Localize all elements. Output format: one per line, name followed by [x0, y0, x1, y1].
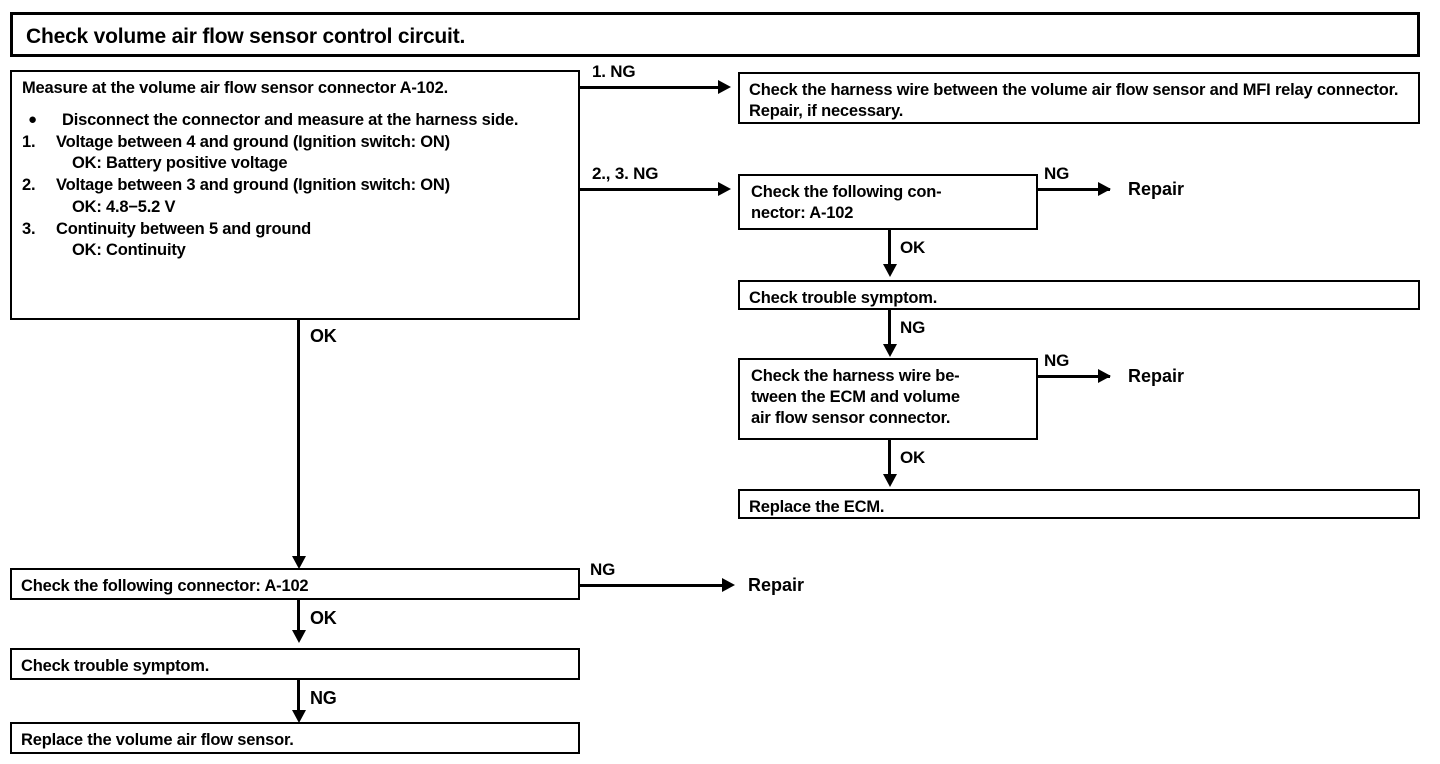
check-harness-ecm-text: Check the harness wire be- tween the ECM…	[751, 367, 960, 428]
measure-item-2: 2. Voltage between 3 and ground (Ignitio…	[22, 175, 568, 217]
label-ng-trouble-left: NG	[310, 688, 337, 708]
arrow-head-ng23-icon	[718, 182, 731, 196]
page-title: Check volume air flow sensor control cir…	[26, 25, 466, 48]
check-harness-ecm-box: Check the harness wire be- tween the ECM…	[738, 358, 1038, 440]
measure-item-3: 3. Continuity between 5 and ground OK: C…	[22, 219, 568, 261]
bullet-dot-icon: ●	[28, 111, 37, 129]
arrow-head-ng-trouble-right-icon	[883, 344, 897, 357]
check-trouble-symptom-left-text: Check trouble symptom.	[21, 657, 210, 675]
connector-line-ok-right	[888, 230, 891, 268]
connector-line-ok-connector-left	[297, 600, 300, 634]
label-ng1: 1. NG	[592, 62, 636, 81]
check-trouble-symptom-right-box: Check trouble symptom.	[738, 280, 1420, 310]
measure-item-text: Voltage between 4 and ground (Ignition s…	[56, 132, 568, 174]
arrow-head-repair-mid-icon	[1098, 369, 1111, 383]
label-ng-connector-right: NG	[1044, 164, 1070, 183]
connector-line-repair-top	[1038, 188, 1110, 191]
flowchart-title-box: Check volume air flow sensor control cir…	[10, 12, 1420, 57]
check-connector-right-text: Check the following con- nector: A-102	[751, 183, 942, 223]
check-harness-mfi-box: Check the harness wire between the volum…	[738, 72, 1420, 124]
label-ng23: 2., 3. NG	[592, 164, 659, 183]
list-marker-3: 3.	[22, 219, 36, 238]
measure-item-text: Continuity between 5 and ground OK: Cont…	[56, 219, 568, 261]
connector-line-ok-harness-ecm	[888, 440, 891, 478]
measure-item-main: Voltage between 4 and ground (Ignition s…	[56, 133, 450, 152]
measure-item-main: Voltage between 3 and ground (Ignition s…	[56, 176, 450, 195]
label-ng-trouble-right: NG	[900, 318, 926, 337]
label-ok-connector-left: OK	[310, 608, 337, 628]
arrow-head-ng-trouble-left-icon	[292, 710, 306, 723]
measure-item-1: 1. Voltage between 4 and ground (Ignitio…	[22, 132, 568, 174]
label-ok-main: OK	[310, 326, 337, 346]
arrow-head-repair-bottom-icon	[722, 578, 735, 592]
check-connector-left-box: Check the following connector: A-102	[10, 568, 580, 600]
measure-item-bullet: ● Disconnect the connector and measure a…	[22, 110, 568, 131]
arrow-head-ok-main-icon	[292, 556, 306, 569]
label-ng-connector-left: NG	[590, 560, 616, 579]
measure-item-sub: OK: Battery positive voltage	[72, 154, 288, 173]
check-connector-right-box: Check the following con- nector: A-102	[738, 174, 1038, 230]
arrow-head-ng1-icon	[718, 80, 731, 94]
label-ok-connector-right: OK	[900, 238, 926, 257]
label-ok-harness-ecm: OK	[900, 448, 926, 467]
terminal-repair-top: Repair	[1128, 179, 1185, 199]
check-trouble-symptom-left-box: Check trouble symptom.	[10, 648, 580, 680]
connector-line-ng-trouble-right	[888, 310, 891, 348]
replace-ecm-text: Replace the ECM.	[749, 498, 885, 516]
replace-ecm-box: Replace the ECM.	[738, 489, 1420, 519]
measure-item-main: Continuity between 5 and ground	[56, 219, 312, 238]
connector-line-ng23	[580, 188, 720, 191]
arrow-head-ok-right-icon	[883, 264, 897, 277]
measure-step-box: Measure at the volume air flow sensor co…	[10, 70, 580, 320]
arrow-head-ok-connector-left-icon	[292, 630, 306, 643]
measure-item-text: Disconnect the connector and measure at …	[62, 111, 519, 130]
check-connector-left-text: Check the following connector: A-102	[21, 577, 309, 595]
connector-line-repair-bottom	[580, 584, 730, 587]
connector-line-ng-trouble-left	[297, 680, 300, 714]
list-marker-2: 2.	[22, 176, 36, 195]
label-ng-harness-ecm: NG	[1044, 351, 1070, 370]
connector-line-ng1	[580, 86, 720, 89]
connector-line-ok-main	[297, 320, 300, 560]
measure-heading: Measure at the volume air flow sensor co…	[22, 79, 448, 97]
measure-item-sub: OK: 4.8−5.2 V	[72, 197, 176, 216]
terminal-repair-bottom: Repair	[748, 575, 805, 595]
connector-line-repair-mid	[1038, 375, 1110, 378]
list-marker-1: 1.	[22, 133, 36, 152]
terminal-repair-mid: Repair	[1128, 366, 1185, 386]
arrow-head-ok-harness-ecm-icon	[883, 474, 897, 487]
check-trouble-symptom-right-text: Check trouble symptom.	[749, 289, 938, 307]
replace-sensor-box: Replace the volume air flow sensor.	[10, 722, 580, 754]
measure-item-text: Voltage between 3 and ground (Ignition s…	[56, 175, 568, 217]
arrow-head-repair-top-icon	[1098, 182, 1111, 196]
replace-sensor-text: Replace the volume air flow sensor.	[21, 731, 294, 749]
measure-item-sub: OK: Continuity	[72, 240, 186, 259]
check-harness-mfi-text: Check the harness wire between the volum…	[749, 81, 1399, 121]
